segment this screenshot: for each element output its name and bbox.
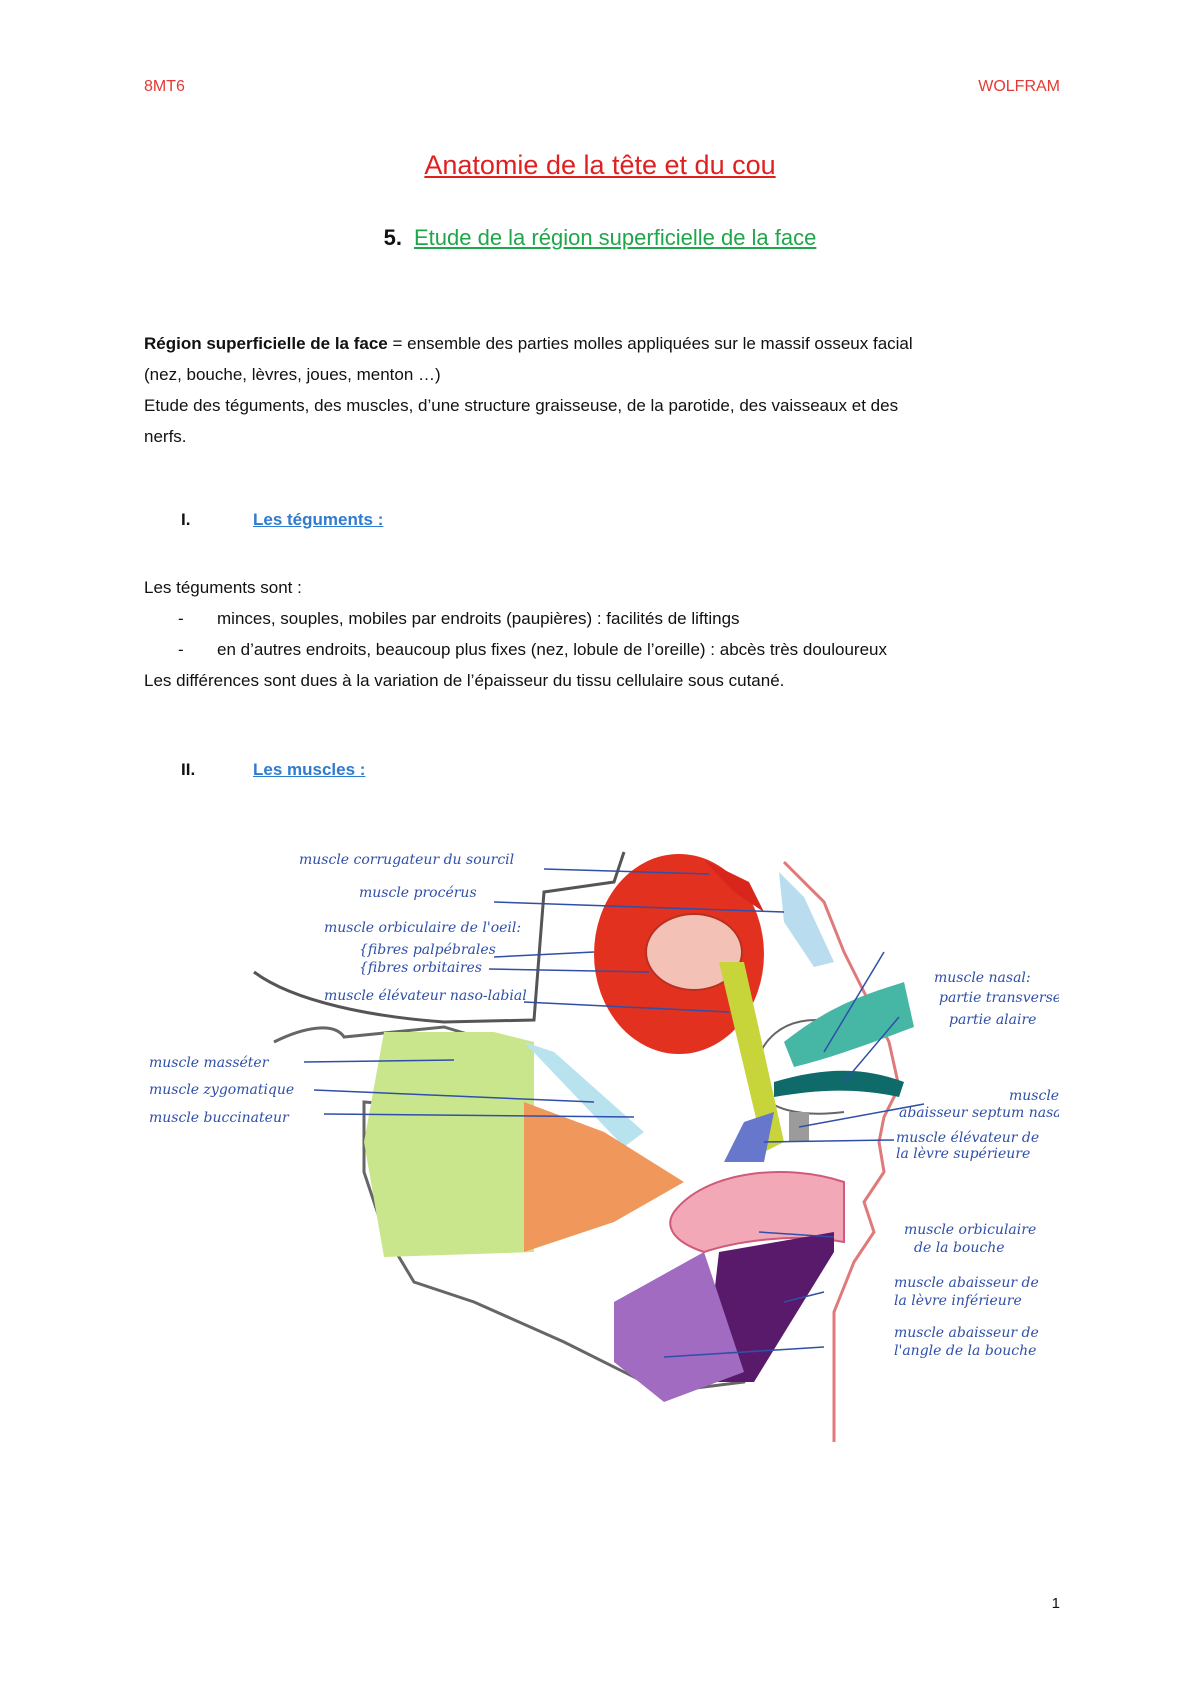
leader-lines [303,868,925,1358]
part1-numeral: I. [181,510,191,529]
masseter-muscle [364,1032,534,1257]
section-number: 5. [383,225,402,250]
label-depressor-labii-2: la lèvre inférieure [894,1293,1022,1309]
label-depressor-labii-1: muscle abaisseur de [894,1275,1039,1291]
label-levator-naso-labial: muscle élévateur naso-labial [324,988,527,1004]
label-orbicularis-oris-1: muscle orbiculaire [904,1222,1036,1238]
intro-examples: (nez, bouche, lèvres, joues, menton …) [144,365,441,384]
list-item: en d’autres endroits, beaucoup plus fixe… [144,634,1044,665]
intro-study-end: nerfs. [144,427,187,446]
label-depressor-anguli-2: l'angle de la bouche [894,1343,1036,1359]
corrugator-muscle [704,860,764,912]
label-orbital-fibres: {fibres orbitaires [359,960,482,976]
part2-numeral: II. [181,760,196,779]
label-nasalis-transverse: partie transverse [939,990,1059,1006]
procerus-muscle [779,872,834,967]
section-title: Etude de la région superficielle de la f… [413,225,817,250]
nasalis-alar-part [774,1070,904,1097]
buccinator-muscle [524,1102,684,1252]
list-item: minces, souples, mobiles par endroits (p… [144,603,1044,634]
label-procerus: muscle procérus [359,885,477,901]
document-title: Anatomie de la tête et du cou [424,150,776,180]
label-masseter: muscle masséter [149,1055,270,1071]
facial-muscles-drawing: muscle corrugateur du sourcil muscle pro… [149,851,1059,1442]
intro-paragraph: Région superficielle de la face = ensemb… [144,328,1044,452]
teguments-paragraph: Les téguments sont : minces, souples, mo… [144,572,1044,696]
face-profile [782,860,901,1442]
depressor-anguli-oris-muscle [614,1252,744,1402]
facial-muscles-figure: muscle corrugateur du sourcil muscle pro… [144,842,1059,1472]
label-levator-labii-2: la lèvre supérieure [896,1146,1030,1162]
header-author: WOLFRAM [978,78,1060,95]
teguments-lead: Les téguments sont : [144,578,302,597]
intro-definition-line: Région superficielle de la face = ensemb… [144,328,1044,359]
header-course-code: 8MT6 [144,78,185,95]
label-nasalis: muscle nasal: [934,970,1031,986]
label-nasalis-alar: partie alaire [949,1012,1036,1028]
depressor-labii-inferioris-muscle [704,1232,834,1382]
brow-outline [253,851,626,1024]
page-number: 1 [1051,1595,1060,1612]
label-zygomatic: muscle zygomatique [149,1082,294,1098]
intro-term: Région superficielle de la face [144,334,388,353]
jaw-outline [273,1025,786,1394]
zygomatic-muscle [524,1042,644,1147]
intro-study: Etude des téguments, des muscles, d’une … [144,396,899,415]
label-orbicularis-oris-2: de la bouche [914,1240,1005,1256]
label-orbicularis-oculi: muscle orbiculaire de l'oeil: [324,920,521,936]
teguments-list: minces, souples, mobiles par endroits (p… [144,603,1044,665]
intro-definition: = ensemble des parties molles appliquées… [387,334,913,353]
label-depressor-septi-1: muscle [1009,1088,1059,1104]
levator-labii-superioris-muscle [724,1112,774,1162]
label-depressor-anguli-1: muscle abaisseur de [894,1325,1039,1341]
label-levator-labii-1: muscle élévateur de [896,1130,1039,1146]
label-palpebral-fibres: {fibres palpébrales [359,942,496,958]
nasalis-transverse-part [784,982,914,1067]
part2-title: Les muscles : [253,760,366,779]
label-depressor-septi-2: abaisseur septum nasal [899,1105,1059,1121]
teguments-conclusion: Les différences sont dues à la variation… [144,671,785,690]
label-buccinator: muscle buccinateur [149,1110,290,1126]
levator-labii-alaeque-muscle [719,962,784,1152]
orbicularis-palpebral-fibres [645,913,743,991]
section-heading: 5. Etude de la région superficielle de la… [0,225,1200,251]
label-corrugator: muscle corrugateur du sourcil [299,852,514,868]
part1-title: Les téguments : [253,510,384,529]
